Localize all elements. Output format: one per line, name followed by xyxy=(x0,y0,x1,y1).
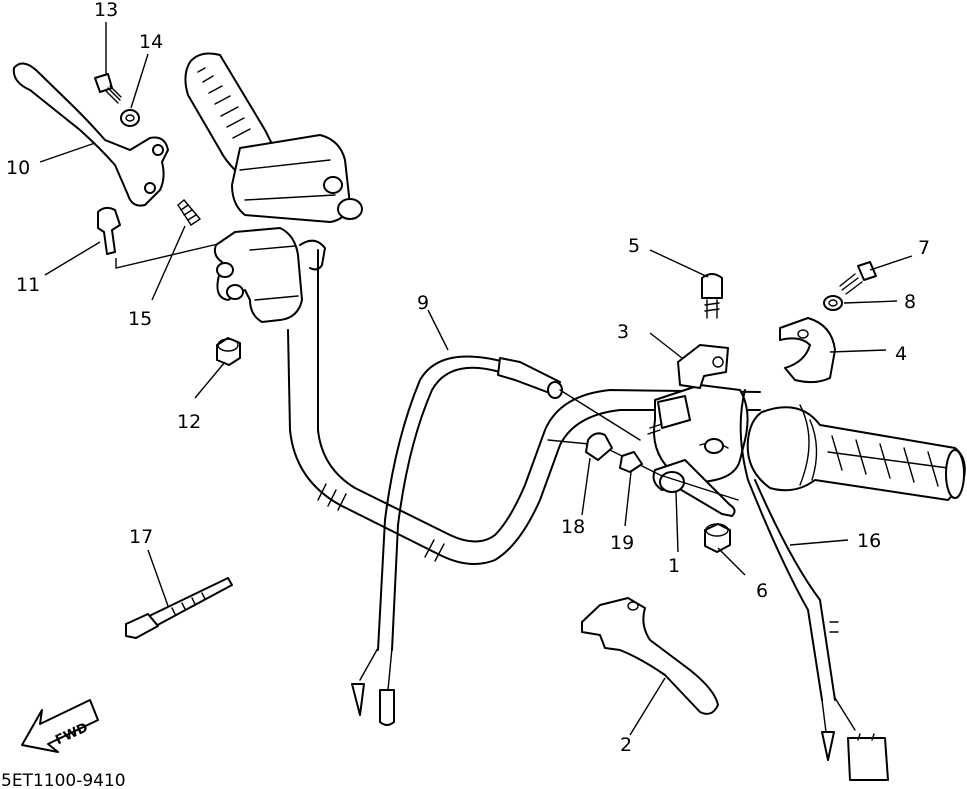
callout-9: 9 xyxy=(417,292,429,314)
cable-16-throttle-lead xyxy=(739,389,889,781)
callout-17: 17 xyxy=(129,526,153,548)
left-lever xyxy=(12,62,169,207)
left-switch-housing xyxy=(231,134,363,223)
left-lever-holder xyxy=(213,227,326,323)
part-7-screw xyxy=(839,261,877,295)
callout-2: 2 xyxy=(620,734,632,756)
fwd-direction-arrow: FWD xyxy=(21,699,99,753)
part-12-nut xyxy=(216,337,241,366)
callout-5: 5 xyxy=(628,235,640,257)
callout-11: 11 xyxy=(16,274,40,296)
callout-13: 13 xyxy=(94,0,118,21)
right-switch-body xyxy=(647,384,749,517)
callout-16: 16 xyxy=(857,530,881,552)
callout-18: 18 xyxy=(561,516,585,538)
callout-6: 6 xyxy=(756,580,768,602)
callout-4: 4 xyxy=(895,343,907,365)
leader-lines xyxy=(39,22,913,736)
callout-7: 7 xyxy=(918,237,930,259)
callout-3: 3 xyxy=(617,321,629,343)
part-13-bolt xyxy=(94,73,122,104)
part-17-cable-tie xyxy=(125,577,233,639)
callout-10: 10 xyxy=(6,157,30,179)
cable-9-switch-lead xyxy=(351,355,641,726)
right-grip xyxy=(746,404,966,501)
part-6-nut xyxy=(704,523,731,553)
part-8-washer xyxy=(823,295,843,311)
diagram-code: 5ET1100-9410 xyxy=(1,771,126,789)
callout-8: 8 xyxy=(904,291,916,313)
callout-19: 19 xyxy=(610,532,634,554)
part-14-nut xyxy=(120,109,140,127)
left-grip xyxy=(184,52,276,171)
callout-12: 12 xyxy=(177,411,201,433)
callout-14: 14 xyxy=(139,31,163,53)
callout-1: 1 xyxy=(668,555,680,577)
part-19-band xyxy=(619,451,643,473)
callout-15: 15 xyxy=(128,308,152,330)
part-15-spring xyxy=(177,199,201,226)
callout-labels: 13 14 10 11 15 12 9 3 5 7 8 4 16 6 1 18 … xyxy=(6,0,930,756)
part-11-pivot-bolt xyxy=(97,206,121,255)
part-5-bolt xyxy=(701,273,723,319)
part-4-clamp xyxy=(779,317,836,384)
handlebar xyxy=(287,249,761,565)
part-3-bracket xyxy=(677,344,729,389)
right-lever xyxy=(581,597,719,715)
